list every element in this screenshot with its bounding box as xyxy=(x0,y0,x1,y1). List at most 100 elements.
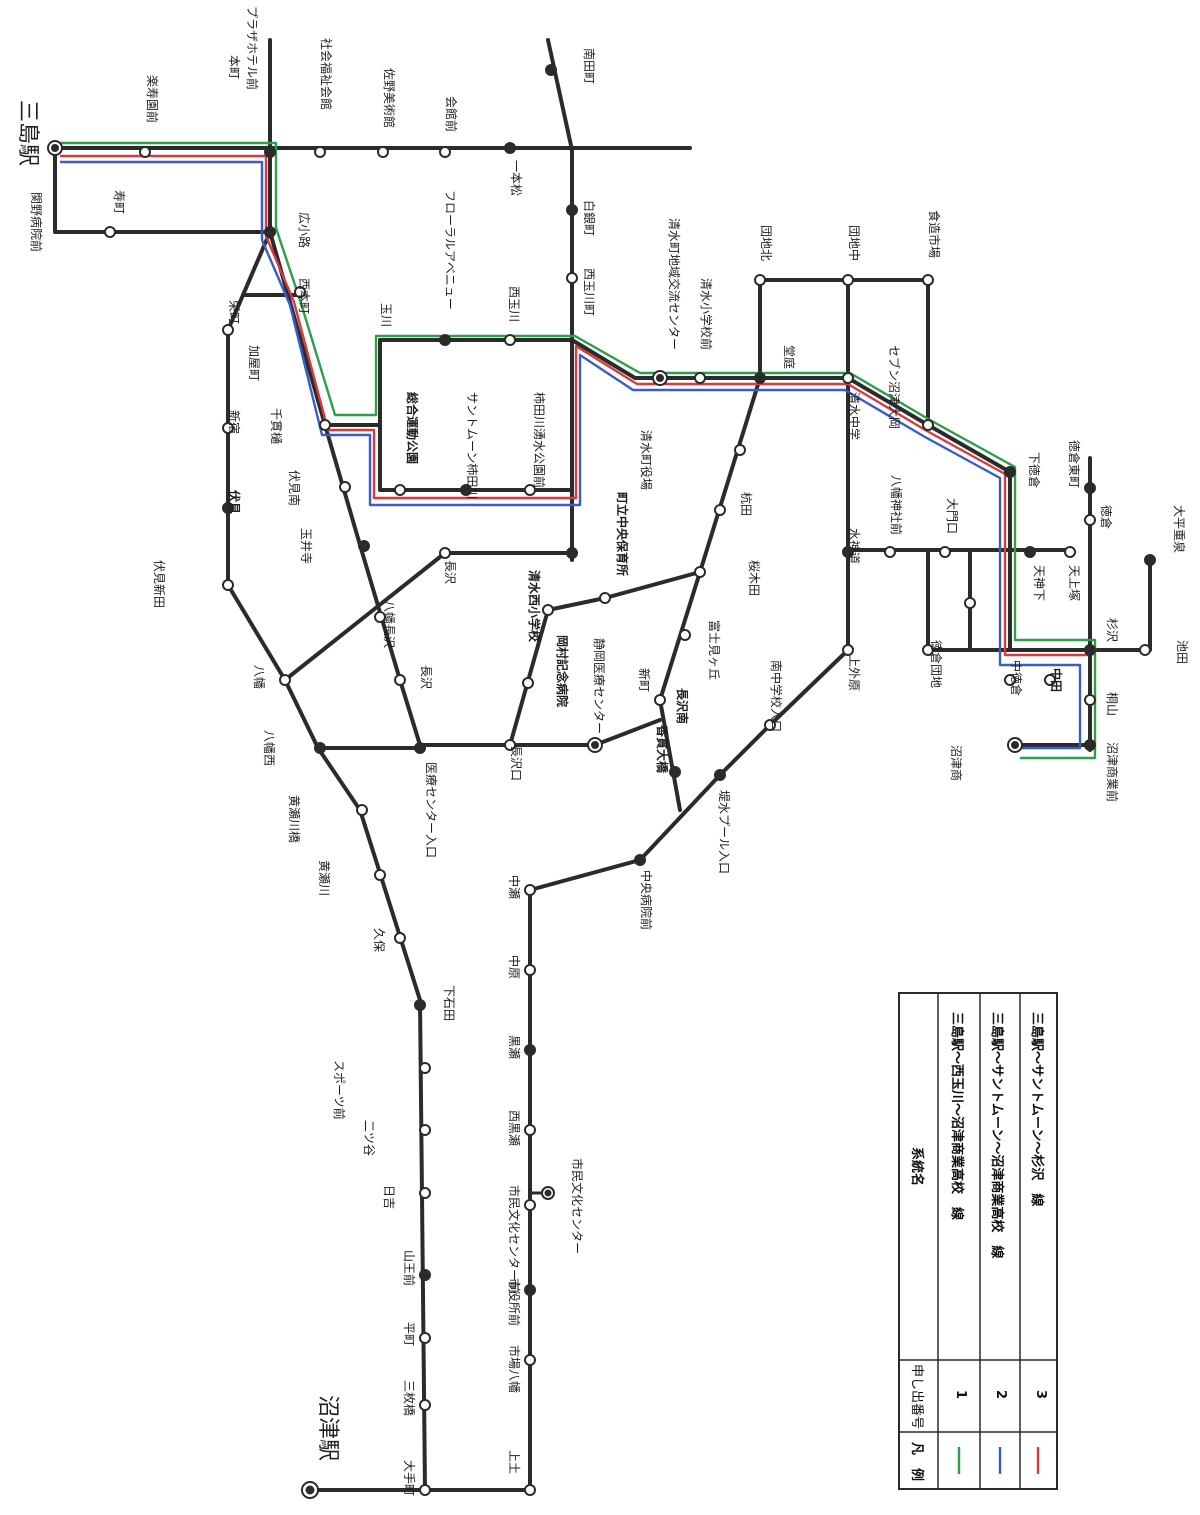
label-otemachi: 大手町 xyxy=(402,1460,416,1497)
label-kubo: 久保 xyxy=(372,928,386,953)
label-yawatanishi: 八幡西 xyxy=(262,730,276,767)
label-chuobyoin: 中央病院前 xyxy=(639,870,653,931)
label-nishikurose: 西黒瀬 xyxy=(507,1110,521,1147)
label-kakitagawa: 柿田川湧水公園前 xyxy=(532,392,546,489)
label-tenjo: 天上塚 xyxy=(1067,565,1081,602)
label-floral: フローラルアベニュー xyxy=(443,190,457,310)
label-tamagawa: 玉川 xyxy=(379,303,393,328)
label-honcho: 本町 xyxy=(227,55,241,80)
label-hirokoji: 広小路 xyxy=(297,212,311,249)
label-shimizu-yakuba: 清水町役場 xyxy=(639,430,653,491)
label-numazu-label: 沼津商 xyxy=(949,745,963,782)
label-kayacho: 加屋町 xyxy=(247,345,261,382)
label-nishitamagawa: 西玉川 xyxy=(507,286,521,323)
label-suntmoon: サントムーン柿田川 xyxy=(465,392,479,500)
legend-grid xyxy=(898,992,1058,1490)
label-kurose: 黒瀬 xyxy=(507,1035,521,1060)
label-minamida: 南田町 xyxy=(582,48,596,85)
label-nakase: 中瀬 xyxy=(507,875,521,900)
label-sugisawa: 杉沢 xyxy=(1105,618,1119,643)
label-sanno: 山王前 xyxy=(402,1250,416,1287)
label-shimin: 市民文化センター xyxy=(570,1158,584,1255)
label-shimizuchu: 清水中学 xyxy=(847,392,861,441)
label-ueto: 上外原 xyxy=(847,655,861,692)
label-sekino: 関野病院前 xyxy=(29,192,43,253)
label-tokuradanchi: 徳倉団地 xyxy=(929,640,943,689)
label-shimoishida: 下石田 xyxy=(442,985,456,1022)
legend-row-3-name: 三島駅～サントムーン～杉沢 線 xyxy=(1029,1012,1044,1207)
label-shizuoka-iryo: 静岡医療センター xyxy=(592,638,606,735)
label-yawatanagasawa: 八幡長沢 xyxy=(382,600,396,649)
label-nagasawaminami: 長沢南 xyxy=(675,688,689,725)
label-nakatoku: 中徳倉 xyxy=(1009,660,1023,697)
label-sogo: 総合運動公園 xyxy=(405,392,419,465)
label-shimotokura: 下徳倉 xyxy=(1027,452,1041,489)
label-shiyakusho: 市役所前 xyxy=(507,1278,521,1327)
label-mishima: 三島駅 xyxy=(15,100,40,167)
label-mimaibashi: 三枚橋 xyxy=(402,1380,416,1417)
legend-header-number: 申し出番号 xyxy=(909,1364,924,1430)
legend-row-2-name: 三島駅～サントムーン～沼津商業高校 線 xyxy=(989,1012,1004,1259)
legend-row-1-name: 三島駅～西玉川～沼津商業高校 線 xyxy=(949,1012,964,1221)
label-tamaiji: 玉井寺 xyxy=(299,528,313,565)
legend-header-name: 系統名 xyxy=(909,1147,924,1187)
route-1-line xyxy=(60,141,1097,760)
label-sakuragi: 桜木田 xyxy=(747,560,761,597)
label-shimizunishi: 清水西小学校 xyxy=(527,570,541,643)
route-3-line xyxy=(60,154,1090,657)
label-kaikan: 会館前 xyxy=(444,96,458,133)
label-kisegawa: 黄瀬川 xyxy=(317,860,331,897)
label-shakai: 社会福祉会館 xyxy=(319,38,333,111)
label-suijin: 水神道 xyxy=(847,528,861,565)
label-yawata: 八幡 xyxy=(252,665,266,690)
label-taiheisei: 大平重泉 xyxy=(1172,505,1186,554)
legend-row-3-number: 3 xyxy=(1033,1390,1048,1400)
label-fushimishinden: 伏見新田 xyxy=(152,560,166,609)
bus-stops xyxy=(104,64,1156,1496)
label-okamura: 岡村記念病院 xyxy=(555,635,569,708)
label-hiramachi: 平町 xyxy=(402,1322,416,1347)
terminals xyxy=(47,140,1023,1499)
label-tokurahigashi: 徳倉東町 xyxy=(1067,440,1081,489)
label-danchikita: 団地北 xyxy=(759,225,773,262)
label-hiyoshi: 日吉 xyxy=(382,1185,396,1210)
label-sports: スポーツ前 xyxy=(332,1060,346,1120)
label-shiroganecho: 白銀町 xyxy=(582,200,596,237)
label-tsutsumi: 堤水プール入口 xyxy=(717,790,731,875)
label-minamichu: 南中学校入口 xyxy=(769,660,783,733)
label-shinmachi: 新町 xyxy=(637,668,651,693)
label-ipponmatsu: 一本松 xyxy=(509,160,523,197)
label-sano: 佐野美術館 xyxy=(382,68,396,129)
label-sakaecho: 栄町 xyxy=(227,300,241,325)
label-nagasawa: 長沢 xyxy=(443,560,457,585)
label-fujimi: 富士見ヶ丘 xyxy=(707,620,721,681)
label-plaza: プラザホテル前 xyxy=(245,6,259,91)
label-chuohokenjo: 町立中央保育所 xyxy=(615,492,629,577)
label-numazushogyo: 沼津商業前 xyxy=(1105,742,1119,803)
label-shimizu-sho: 清水小学校前 xyxy=(699,278,713,351)
label-ue: 上土 xyxy=(507,1450,521,1475)
legend-row-1-number: 1 xyxy=(953,1390,968,1400)
label-futatsuya: 二ツ谷 xyxy=(362,1120,376,1157)
legend-row-2-number: 2 xyxy=(993,1390,1008,1400)
label-nishihonmachi: 西本町 xyxy=(297,278,311,315)
label-kuida: 杭田 xyxy=(739,492,753,517)
label-shimin-mae: 市民文化センター前 xyxy=(507,1185,521,1294)
label-danchinaka: 団地中 xyxy=(847,225,861,262)
route-lines xyxy=(60,141,1097,760)
legend-table: 凡 例 申し出番号 系統名 1 2 3 三島駅～西玉川～沼津商業高校 線 三島駅… xyxy=(898,992,1058,1490)
label-nakahara: 中原 xyxy=(507,955,521,980)
label-higashi: 桐山 xyxy=(1105,692,1119,717)
label-ichiba: 市場八幡 xyxy=(507,1345,521,1394)
label-kotobuki: 寿町 xyxy=(112,190,126,215)
label-fushimi: 伏見 xyxy=(227,490,241,515)
label-numazu: 沼津駅 xyxy=(315,1395,340,1462)
label-nanakuchi: 長沢口 xyxy=(509,745,523,782)
label-rakuju: 楽寿園前 xyxy=(145,75,159,124)
label-daimon: 大門口 xyxy=(945,498,959,535)
label-nishitamagawa-cho: 西玉川町 xyxy=(582,268,596,317)
label-kisegawabashi: 黄瀬川橋 xyxy=(287,795,301,844)
label-shinjuku: 新宿 xyxy=(227,410,241,435)
label-fushimiminami: 伏見南 xyxy=(287,470,301,507)
